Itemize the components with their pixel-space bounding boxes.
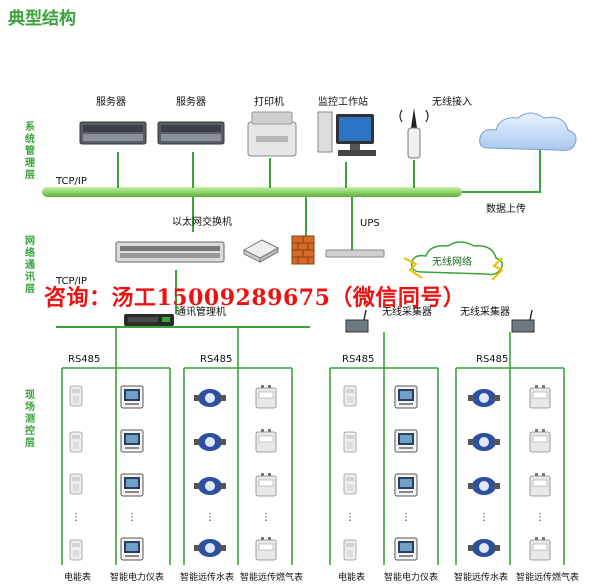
meter-label: 智能远传燃气表 <box>240 573 304 583</box>
svg-text:⋮: ⋮ <box>205 512 215 523</box>
meter-label: 电能表 <box>338 573 366 583</box>
label-rs485-1: RS485 <box>68 354 101 365</box>
ethernet-switch-icon <box>115 241 225 263</box>
meter-label: 电能表 <box>64 573 92 583</box>
router-icon <box>242 239 280 263</box>
label-server-2: 服务器 <box>176 97 206 108</box>
label-ethernet-switch: 以太网交换机 <box>172 217 232 228</box>
meter-column-gas: ⋮ <box>529 384 551 561</box>
label-printer: 打印机 <box>254 97 284 108</box>
ups-device-icon <box>325 249 385 258</box>
page-title: 典型结构 <box>8 9 76 29</box>
label-workstation: 监控工作站 <box>318 97 368 108</box>
label-server-1: 服务器 <box>96 97 126 108</box>
wireless-network-cloud-icon <box>403 241 504 281</box>
wireless-antenna-icon <box>399 108 429 159</box>
tcpip-bus <box>42 187 462 197</box>
meter-column-water: ⋮ <box>468 389 500 557</box>
meter-column-power: ⋮ <box>120 385 144 561</box>
label-data-upload: 数据上传 <box>486 204 526 215</box>
svg-text:⋮: ⋮ <box>401 512 411 523</box>
contact-overlay: 咨询：汤工15009289675（微信同号） <box>44 285 466 311</box>
label-wireless-network: 无线网络 <box>432 257 472 268</box>
svg-text:⋮: ⋮ <box>479 512 489 523</box>
wireless-collector-icon <box>511 309 535 333</box>
label-ups: UPS <box>360 218 380 229</box>
meter-column-water: ⋮ <box>194 389 226 557</box>
workstation-icon <box>317 111 376 156</box>
meter-label: 智能远传燃气表 <box>516 573 580 583</box>
firewall-icon <box>291 235 315 265</box>
cloud-icon <box>479 112 577 151</box>
svg-text:⋮: ⋮ <box>345 512 355 523</box>
label-comm-manager: 通讯管理机 <box>176 307 226 318</box>
meter-label: 智能远传水表 <box>180 573 235 583</box>
layer-label-network: 网络通讯层 <box>24 236 36 296</box>
label-wireless-collector-2: 无线采集器 <box>460 307 510 318</box>
layer-label-system: 系统管理层 <box>24 122 36 182</box>
layer-text-system: 系统管理层 <box>25 122 35 181</box>
comm-manager-icon <box>124 314 174 326</box>
wireless-collector-icon <box>345 309 369 333</box>
label-wireless-collector-1: 无线采集器 <box>382 307 432 318</box>
layer-text-network: 网络通讯层 <box>25 236 35 295</box>
label-tcpip-top: TCP/IP <box>56 176 87 187</box>
svg-text:⋮: ⋮ <box>71 512 81 523</box>
label-rs485-3: RS485 <box>342 354 375 365</box>
label-rs485-2: RS485 <box>200 354 233 365</box>
svg-text:⋮: ⋮ <box>127 512 137 523</box>
layer-label-field: 现场测控层 <box>24 390 36 450</box>
label-tcpip-mid: TCP/IP <box>56 276 87 287</box>
printer-icon <box>247 111 297 157</box>
layer-text-field: 现场测控层 <box>25 390 35 449</box>
server-icon <box>157 121 225 145</box>
meter-label: 智能电力仪表 <box>110 573 165 583</box>
meter-column-electric: ⋮ <box>343 385 357 561</box>
server-icon <box>79 121 147 145</box>
label-rs485-4: RS485 <box>476 354 509 365</box>
meter-column-power: ⋮ <box>394 385 418 561</box>
svg-text:⋮: ⋮ <box>261 512 271 523</box>
meter-column-electric: ⋮ <box>69 385 83 561</box>
label-wireless-access: 无线接入 <box>432 97 472 108</box>
meter-label: 智能电力仪表 <box>384 573 439 583</box>
meter-label: 智能远传水表 <box>454 573 509 583</box>
meter-column-gas: ⋮ <box>255 384 277 561</box>
svg-text:⋮: ⋮ <box>535 512 545 523</box>
